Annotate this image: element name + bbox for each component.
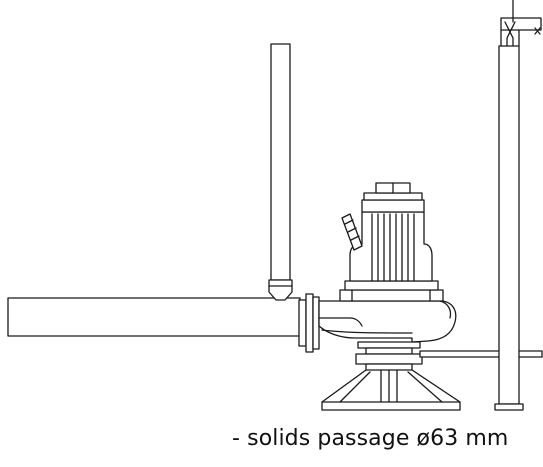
pump-volute [318, 300, 457, 343]
caption: - solids passage ø63 mm [232, 426, 509, 451]
pump-hub [357, 341, 421, 355]
motor-body [349, 182, 433, 282]
discharge-pipe [7, 297, 301, 337]
support-stand [321, 353, 461, 411]
cable-gland [341, 213, 363, 251]
guide-pipe [494, 45, 524, 411]
guide-rail-bracket [419, 350, 543, 358]
pipe-flange [298, 293, 320, 353]
vertical-riser-pipe [268, 43, 293, 301]
top-bracket [500, 0, 542, 47]
motor-base [339, 280, 444, 302]
